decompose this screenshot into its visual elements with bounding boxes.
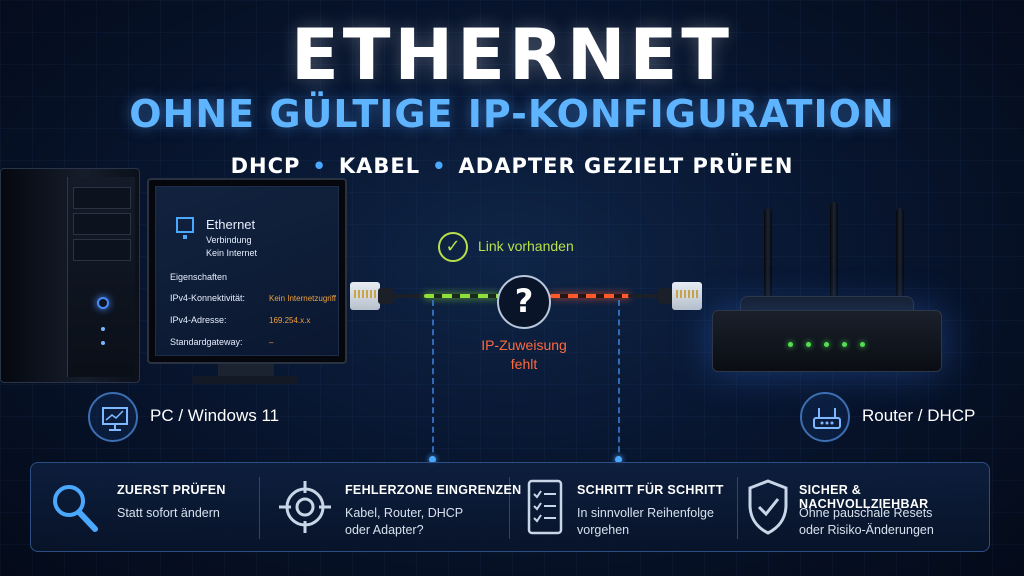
step-title-narrow-down: FEHLERZONE EINGRENZEN xyxy=(345,483,522,497)
step-desc-line: Kabel, Router, DHCP xyxy=(345,506,464,520)
router-led xyxy=(806,342,811,347)
router-led xyxy=(860,342,865,347)
page-subtitle: OHNE GÜLTIGE IP-KONFIGURATION xyxy=(129,92,895,136)
internet-status: Kein Internet xyxy=(206,248,258,258)
step-desc-line: vorgehen xyxy=(577,523,630,537)
connector-dot xyxy=(429,456,436,463)
drive-bay xyxy=(73,187,131,209)
dashed-connector-line xyxy=(432,300,434,462)
ipv4-connectivity-label: IPv4-Konnektivität: xyxy=(170,293,246,303)
bullet-dot-icon: • xyxy=(432,154,447,178)
monitor-network-icon xyxy=(176,217,194,239)
cable-link-ok xyxy=(424,294,500,298)
shield-check-icon xyxy=(745,477,791,541)
link-status-text: Link vorhanden xyxy=(478,238,574,254)
network-status-screen: Ethernet Verbindung Kein Internet Eigens… xyxy=(155,186,339,356)
router-led xyxy=(824,342,829,347)
error-line-2: fehlt xyxy=(510,356,538,372)
steps-panel: ZUERST PRÜFEN Statt sofort ändern FEHLER… xyxy=(30,462,990,552)
step-desc-line: In sinnvoller Reihenfolge xyxy=(577,506,714,520)
error-line-1: IP-Zuweisung xyxy=(481,337,567,353)
connector-dot xyxy=(615,456,622,463)
router-led xyxy=(842,342,847,347)
monitor-base xyxy=(192,376,298,384)
step-desc-line: oder Adapter? xyxy=(345,523,424,537)
step-title-check-first: ZUERST PRÜFEN xyxy=(117,483,226,497)
page-title: ETHERNET xyxy=(290,14,734,96)
step-desc-line: Ohne pauschale Resets xyxy=(799,506,933,520)
step-title-step-by-step: SCHRITT FÜR SCHRITT xyxy=(577,483,724,497)
checklist-icon xyxy=(525,477,565,541)
checkmark-icon: ✓ xyxy=(438,232,468,262)
status-led xyxy=(101,341,105,345)
drive-bay xyxy=(73,239,131,261)
bullet-dot-icon: • xyxy=(312,154,327,178)
ipv4-address-value: 169.254.x.x xyxy=(269,316,311,325)
tagline-item-kabel: KABEL xyxy=(338,154,421,178)
tagline-item-adapter: ADAPTER GEZIELT PRÜFEN xyxy=(458,154,794,178)
properties-heading: Eigenschaften xyxy=(170,272,228,282)
default-gateway-value: – xyxy=(269,338,274,347)
plug-body xyxy=(672,282,702,310)
router-label: Router / DHCP xyxy=(862,406,976,425)
divider xyxy=(509,477,510,539)
plug-pins xyxy=(354,290,376,298)
cable-link-error xyxy=(550,294,630,298)
status-led xyxy=(101,327,105,331)
step-title-safe: SICHER & NACHVOLLZIEHBAR xyxy=(799,483,929,511)
router-antenna xyxy=(764,208,772,320)
pc-label: PC / Windows 11 xyxy=(150,406,280,425)
connection-status: Verbindung xyxy=(206,235,252,245)
pc-monitor-glyph xyxy=(102,407,128,431)
ethernet-plug-left xyxy=(350,278,394,314)
plug-body xyxy=(350,282,380,310)
step-desc-check-first: Statt sofort ändern xyxy=(117,506,220,520)
plug-boot xyxy=(658,288,674,304)
dashed-connector-line xyxy=(618,300,620,462)
divider xyxy=(259,477,260,539)
drive-bay xyxy=(73,213,131,235)
monitor: Ethernet Verbindung Kein Internet Eigens… xyxy=(147,178,347,364)
cable-segment xyxy=(392,294,426,298)
tagline: DHCP • KABEL • ADAPTER GEZIELT PRÜFEN xyxy=(0,154,1024,178)
ipv4-address-label: IPv4-Adresse: xyxy=(170,315,227,325)
plug-boot xyxy=(378,288,394,304)
ipv4-connectivity-value: Kein Internetzugriff xyxy=(269,294,337,303)
ip-assignment-error: IP-Zuweisung fehlt xyxy=(454,336,594,374)
power-button-icon xyxy=(97,297,109,309)
step-desc-narrow-down: Kabel, Router, DHCP oder Adapter? xyxy=(345,505,463,539)
router-antenna xyxy=(896,208,904,320)
step-desc-step-by-step: In sinnvoller Reihenfolge vorgehen xyxy=(577,505,714,539)
step-desc-line: oder Risiko-Änderungen xyxy=(799,523,934,537)
pc-tower xyxy=(0,168,140,383)
adapter-name: Ethernet xyxy=(206,217,256,232)
tagline-item-dhcp: DHCP xyxy=(230,154,301,178)
magnifier-icon xyxy=(49,479,101,539)
pc-monitor-icon xyxy=(88,392,138,442)
ethernet-plug-right xyxy=(658,278,702,314)
plug-pins xyxy=(676,290,698,298)
crosshair-icon xyxy=(277,477,333,541)
router-icon xyxy=(800,392,850,442)
router xyxy=(712,310,942,372)
cable-segment xyxy=(628,294,658,298)
step-desc-safe: Ohne pauschale Resets oder Risiko-Änderu… xyxy=(799,505,934,539)
default-gateway-label: Standardgateway: xyxy=(170,337,243,347)
router-led xyxy=(788,342,793,347)
monitor-stand xyxy=(218,364,274,378)
router-glyph xyxy=(813,408,841,429)
question-mark-icon: ? xyxy=(497,275,551,329)
divider xyxy=(737,477,738,539)
router-antenna xyxy=(830,202,838,314)
